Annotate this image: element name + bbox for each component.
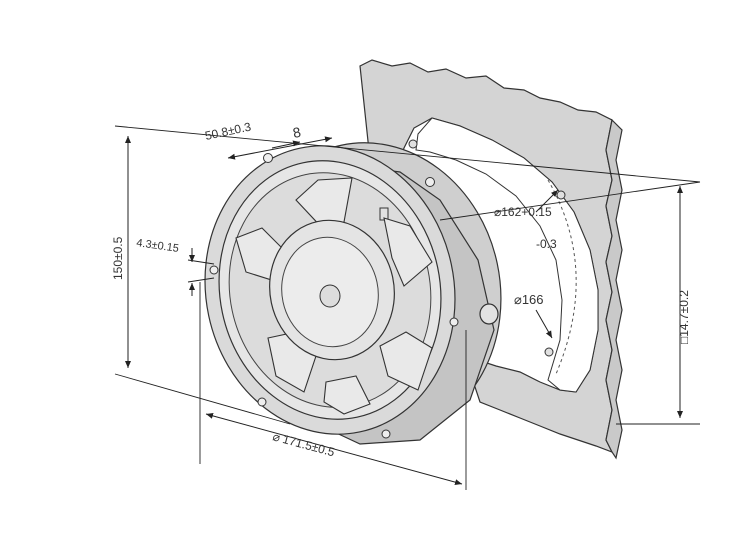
label-panel-thickness: □14.7±0.2 xyxy=(677,290,691,344)
ext-top xyxy=(114,125,701,183)
leader-cutout xyxy=(535,189,559,213)
blade-top-right xyxy=(383,217,433,287)
flange-hole-bottom-left xyxy=(257,397,267,407)
label-mount-hole: 4.3±0.15 xyxy=(136,237,180,255)
dimension-lines xyxy=(125,136,683,486)
blade-bottom xyxy=(323,375,371,415)
flange-hole-right-top xyxy=(425,177,435,187)
ext-panel-top xyxy=(439,181,701,221)
panel-hole-left xyxy=(408,139,418,149)
dim-diameter-line xyxy=(205,412,463,486)
symbol-diameter-outer: ⌀ xyxy=(271,429,282,444)
hub-center xyxy=(319,284,341,308)
dim-flange-line xyxy=(271,140,301,149)
flange-hole-top xyxy=(263,153,273,163)
symbol-square: □ xyxy=(677,337,691,344)
panel-hole-bottom xyxy=(544,347,554,357)
label-flange-thickness: 8 xyxy=(291,124,302,141)
value-pitch-circle: 166 xyxy=(522,292,544,307)
label-depth: 50.8±0.3 xyxy=(204,119,253,142)
flange-hole-right xyxy=(449,317,459,327)
symbol-diameter-pitch: ⌀ xyxy=(514,292,522,307)
symbol-diameter-cutout: ⌀ xyxy=(494,205,501,219)
label-cutout-diameter: ⌀162+0.15 xyxy=(494,205,552,219)
hub xyxy=(269,219,395,361)
panel-edge xyxy=(605,118,623,460)
terminal-boss xyxy=(479,303,499,325)
label-height: 150±0.5 xyxy=(111,236,125,280)
blade-right xyxy=(379,331,433,391)
ext-hole-bottom xyxy=(187,277,215,283)
leader-pitch-circle xyxy=(535,309,553,339)
panel-hole-top xyxy=(556,190,566,200)
value-cutout-diameter: 162+0.15 xyxy=(501,205,552,219)
flange-hole-bottom xyxy=(381,429,391,439)
flange-hole-left xyxy=(209,265,219,275)
value-panel-thickness: 14.7±0.2 xyxy=(677,290,691,337)
label-cutout-tolerance: -0.3 xyxy=(536,237,557,251)
value-outer-diameter: 171.5±0.5 xyxy=(281,432,336,459)
label-pitch-circle: ⌀166 xyxy=(514,292,544,307)
dim-depth-line xyxy=(227,136,333,160)
